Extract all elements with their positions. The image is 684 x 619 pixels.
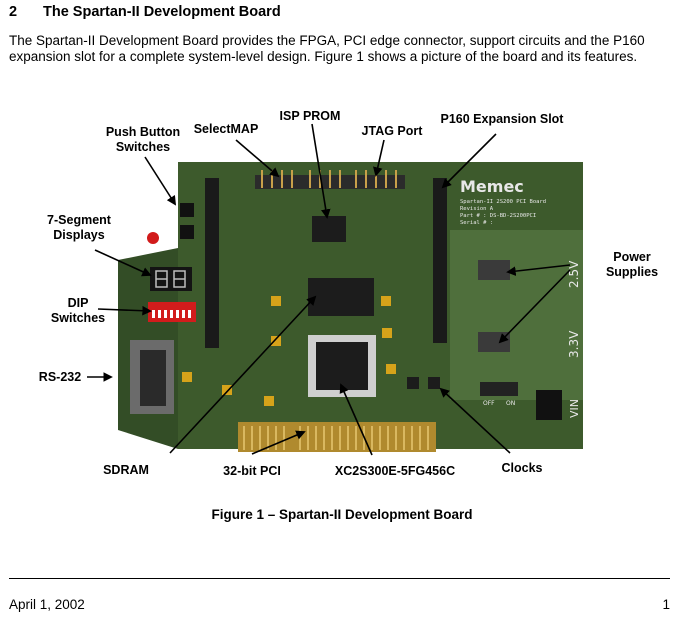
regulator-3v3 bbox=[478, 332, 510, 352]
board-figure: Memec Spartan-II 2S200 PCI Board Revisio… bbox=[0, 100, 684, 500]
clock-oscillator-2 bbox=[428, 377, 440, 389]
board-serial: Serial # : bbox=[460, 220, 493, 226]
label-supplies-line: Supplies bbox=[605, 265, 659, 279]
section-title: The Spartan-II Development Board bbox=[43, 4, 281, 20]
clock-oscillator-1 bbox=[407, 377, 419, 389]
footer-date: April 1, 2002 bbox=[9, 597, 85, 612]
label-7-segment-displays: 7-Segment Displays bbox=[25, 213, 133, 243]
label-jtag-port: JTAG Port bbox=[361, 124, 423, 138]
board-part: Part # : DS-BD-2S200PCI bbox=[460, 213, 536, 219]
label-fpga-part: XC2S300E-5FG456C bbox=[334, 464, 456, 478]
capacitor bbox=[182, 372, 192, 382]
callout-arrows bbox=[87, 123, 571, 456]
capacitor bbox=[271, 296, 281, 306]
label-switches-line: Switches bbox=[115, 140, 171, 154]
label-selectmap: SelectMAP bbox=[193, 122, 259, 136]
push-button bbox=[180, 225, 194, 239]
label-displays-line: Displays bbox=[53, 228, 105, 242]
label-off: OFF bbox=[483, 400, 495, 407]
label-p160-expansion-slot: P160 Expansion Slot bbox=[440, 112, 564, 126]
push-button bbox=[180, 203, 194, 217]
label-on: ON bbox=[506, 400, 515, 407]
fpga-chip bbox=[316, 342, 368, 390]
vin-jack bbox=[536, 390, 562, 420]
seven-segment-digits bbox=[155, 270, 186, 288]
right-expansion-connector bbox=[433, 178, 447, 343]
label-sdram: SDRAM bbox=[103, 463, 149, 477]
label-push-button-switches: Push Button Switches bbox=[73, 125, 213, 155]
power-switch bbox=[480, 382, 518, 396]
power-area bbox=[450, 230, 583, 400]
board-revision: Revision A bbox=[460, 206, 494, 212]
figure-caption: Figure 1 – Spartan-II Development Board bbox=[211, 507, 473, 522]
label-power-supplies: Power Supplies bbox=[592, 250, 672, 280]
red-led bbox=[147, 232, 159, 244]
label-dip-line: DIP bbox=[67, 296, 89, 310]
label-isp-prom: ISP PROM bbox=[279, 109, 341, 123]
footer-rule bbox=[9, 578, 670, 579]
capacitor bbox=[386, 364, 396, 374]
pci-fingers bbox=[243, 426, 429, 450]
board-brand: Memec bbox=[460, 177, 524, 196]
rs232-port bbox=[140, 350, 166, 406]
label-push-button-line: Push Button bbox=[105, 125, 181, 139]
sdram-chip bbox=[308, 278, 374, 316]
page-number: 1 bbox=[662, 597, 670, 612]
label-32-bit-pci: 32-bit PCI bbox=[223, 464, 281, 478]
label-power-line: Power bbox=[613, 250, 651, 264]
capacitor bbox=[271, 336, 281, 346]
label-dip-switches-line: Switches bbox=[50, 311, 106, 325]
intro-paragraph: The Spartan-II Development Board provide… bbox=[9, 33, 645, 64]
label-2v5: 2.5V bbox=[567, 260, 581, 288]
isp-prom-chip bbox=[312, 216, 346, 242]
section-heading: 2 The Spartan-II Development Board bbox=[9, 4, 281, 20]
header-pin-row bbox=[261, 170, 397, 188]
section-number: 2 bbox=[9, 4, 18, 20]
label-3v3: 3.3V bbox=[567, 330, 581, 358]
label-rs-232: RS-232 bbox=[38, 370, 82, 384]
board-photo: Memec Spartan-II 2S200 PCI Board Revisio… bbox=[87, 123, 583, 456]
regulator-2v5 bbox=[478, 260, 510, 280]
label-clocks: Clocks bbox=[501, 461, 543, 475]
capacitor bbox=[264, 396, 274, 406]
board-model: Spartan-II 2S200 PCI Board bbox=[460, 199, 546, 205]
label-dip-switches: DIP Switches bbox=[42, 296, 114, 326]
dip-switch-levers bbox=[152, 310, 191, 318]
capacitor bbox=[222, 385, 232, 395]
label-vin: VIN bbox=[568, 399, 581, 418]
capacitor bbox=[382, 328, 392, 338]
label-7-segment-line: 7-Segment bbox=[47, 213, 111, 227]
capacitor bbox=[381, 296, 391, 306]
left-expansion-connector bbox=[205, 178, 219, 348]
